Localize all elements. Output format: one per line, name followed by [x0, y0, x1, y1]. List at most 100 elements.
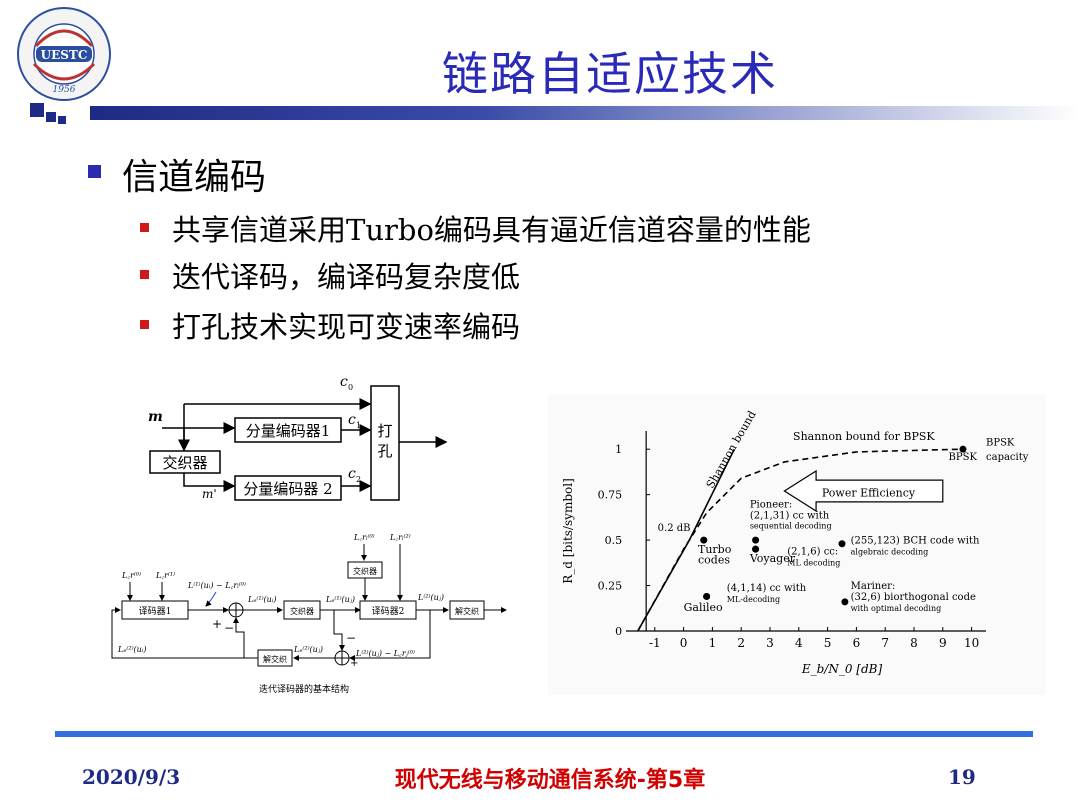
sub-bullet-1: 共享信道采用Turbo编码具有逼近信道容量的性能 — [172, 213, 811, 247]
dec-interleaver-top: 交织器 — [353, 566, 377, 576]
dec-decoder1: 译码器1 — [139, 606, 172, 617]
sub-bullet-marker-2 — [140, 270, 149, 279]
chart-point — [841, 598, 849, 606]
chart-annotation-bpsk: BPSK — [949, 452, 978, 463]
chart-x-axis-label: E_b/N_0 [dB] — [801, 662, 883, 676]
chart-annotation-turbo-2: codes — [698, 554, 730, 567]
enc-input-m-prime: m' — [202, 487, 217, 501]
header-bar — [90, 106, 1080, 120]
dec-label-le2-bottom: Lₑ⁽²⁾(uⱼ) — [293, 645, 323, 654]
sub-bullet-marker-3 — [140, 320, 149, 329]
footer-date: 2020/9/3 — [82, 765, 181, 789]
chart-point — [752, 536, 760, 544]
header-square-2 — [46, 112, 56, 122]
chart-annotation-bch: (255,123) BCH code with — [851, 536, 980, 547]
dec-decoder2: 译码器2 — [372, 606, 405, 617]
slide-title: 链路自适应技术 — [442, 47, 778, 101]
enc-c1: c — [348, 412, 356, 428]
chart-annotation-voyager-code-2: ML decoding — [787, 559, 840, 568]
chart-x-tick-label: 2 — [737, 636, 745, 650]
dec-caption: 迭代译码器的基本结构 — [259, 683, 349, 695]
chart-annotation-voyager: Voyager — [749, 552, 796, 565]
enc-c2: c — [348, 466, 356, 482]
dec-label-lcr1: L꜀r⁽¹⁾ — [155, 571, 175, 580]
chart-point — [959, 445, 967, 453]
chart-annotation-bpsk-capacity: BPSK — [986, 438, 1015, 449]
chart-annotation-pioneer-2: (2,1,31) cc with — [750, 510, 830, 521]
dec-label-l2: L⁽²⁾(uⱼ) — [417, 593, 444, 602]
chart-annotation-galileo-code: (4,1,14) cc with — [727, 583, 807, 594]
chart-y-tick-label: 0.75 — [598, 489, 623, 502]
chart-annotation-bch-2: algebraic decoding — [851, 548, 929, 557]
footer-line — [55, 731, 1033, 737]
chart-x-tick-label: 0 — [680, 636, 688, 650]
dec-minus-1: − — [224, 621, 234, 635]
enc-input-m: m — [148, 409, 163, 425]
chart-annotation-voyager-code: (2,1,6) cc: — [787, 547, 838, 558]
chart-x-tick-label: 4 — [795, 636, 803, 650]
sub-bullet-2: 迭代译码，编译码复杂度低 — [172, 260, 521, 294]
chart-power-efficiency-arrow — [783, 469, 944, 513]
dec-label-l2-minus: L⁽²⁾(uⱼ) − L꜀rⱼ⁽⁰⁾ — [355, 649, 415, 658]
header-square-3 — [58, 116, 66, 124]
chart-annotation-power-efficiency: Power Efficiency — [822, 486, 916, 499]
dec-label-l1-minus: L⁽¹⁾(uᵢ) − L꜀rᵢ⁽⁰⁾ — [187, 581, 246, 590]
bullet-marker-main — [88, 165, 101, 178]
chart-y-tick-label: 0.5 — [605, 534, 623, 547]
chart-x-tick-label: -1 — [649, 636, 661, 650]
chart-y-tick-label: 0.25 — [598, 580, 623, 593]
chart-annotation-mariner-2: (32,6) biorthogonal code — [851, 592, 976, 603]
enc-encoder2: 分量编码器 2 — [243, 480, 332, 498]
logo-text: UESTC — [41, 48, 88, 62]
chart-annotation-mariner-3: with optimal decoding — [851, 604, 942, 613]
enc-encoder1: 分量编码器1 — [246, 422, 331, 440]
sub-bullet-marker-1 — [140, 223, 149, 232]
chart-annotation-bpsk-capacity-2: capacity — [986, 452, 1029, 463]
chart-curve-bpsk-bound — [637, 448, 963, 632]
sub-bullet-3: 打孔技术实现可变速率编码 — [172, 310, 521, 344]
enc-puncture-1: 打 — [377, 422, 392, 440]
enc-c2-sub: 2 — [356, 475, 361, 484]
enc-encoder2-box — [234, 475, 342, 501]
chart-point — [838, 540, 846, 548]
chart-y-tick-label: 1 — [615, 443, 622, 456]
footer-page-number: 19 — [948, 765, 976, 789]
chart-x-tick-label: 1 — [709, 636, 717, 650]
logo-year: 1956 — [53, 85, 76, 95]
chart-point — [700, 536, 708, 544]
chart-point — [703, 592, 711, 600]
header-square-1 — [30, 103, 44, 117]
university-logo: UESTC 1956 — [6, 6, 122, 106]
dec-label-lcr0-top: L꜀rᵢ⁽⁰⁾ — [353, 533, 375, 542]
chart-annotation-galileo-code-2: ML-decoding — [727, 595, 780, 604]
chart-annotation-pioneer-3: sequential decoding — [750, 521, 832, 530]
enc-interleaver: 交织器 — [162, 454, 207, 472]
chart-y-tick-label: 0 — [615, 625, 622, 638]
enc-c1-sub: 1 — [356, 421, 361, 430]
bullet-main: 信道编码 — [122, 157, 267, 198]
chart-x-tick-label: 7 — [881, 636, 889, 650]
chart-annotation-mariner: Mariner: — [851, 581, 896, 592]
enc-c0-sub: 0 — [348, 383, 353, 392]
dec-interleaver-mid: 交织器 — [290, 606, 314, 616]
turbo-encoder-diagram: m c 0 分量编码器1 c 1 交织器 m' 分量编码器 2 c 2 打 孔 — [148, 374, 448, 501]
chart-x-tick-label: 10 — [964, 636, 979, 650]
chart-x-tick-label: 8 — [910, 636, 918, 650]
chart-annotation-galileo: Galileo — [684, 601, 723, 614]
dec-label-lcr0-left: L꜀r⁽⁰⁾ — [121, 571, 141, 580]
dec-deinterleaver-bottom: 解交织 — [263, 654, 287, 664]
dec-label-le1b: Lₑ⁽¹⁾(uⱼ) — [325, 595, 355, 604]
chart-x-tick-label: 6 — [853, 636, 861, 650]
chart-x-tick-label: 5 — [824, 636, 832, 650]
chart-annotation-bpsk-bound: Shannon bound for BPSK — [793, 430, 935, 443]
chart-x-tick-label: 3 — [766, 636, 774, 650]
enc-puncture-2: 孔 — [377, 442, 392, 460]
dec-plus-1: + — [212, 617, 222, 631]
iterative-decoder-diagram: L꜀r⁽⁰⁾ L꜀r⁽¹⁾ 译码器1 L⁽¹⁾(uᵢ) − L꜀rᵢ⁽⁰⁾ + … — [111, 533, 507, 695]
chart-annotation-pioneer: Pioneer: — [750, 499, 792, 510]
enc-puncture-box — [370, 385, 400, 501]
footer-title: 现代无线与移动通信系统-第5章 — [394, 768, 706, 793]
dec-deinterleaver-right: 解交织 — [455, 606, 479, 616]
dec-label-lcr2: L꜀rᵢ⁽²⁾ — [389, 533, 411, 542]
